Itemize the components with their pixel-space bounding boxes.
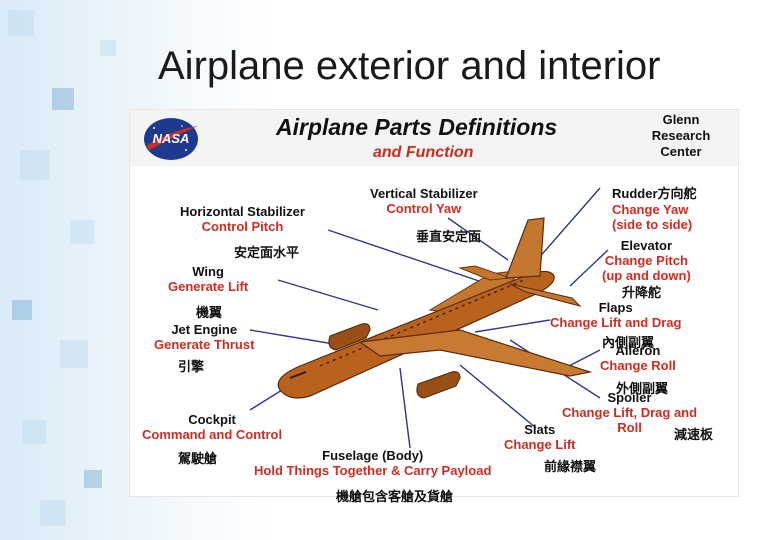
- fuselage-label: Fuselage (Body) Hold Things Together & C…: [254, 448, 492, 478]
- panel-header: [130, 110, 738, 166]
- window-row: [319, 279, 525, 367]
- wing-zh: 機翼: [196, 306, 223, 321]
- flaps-zh: 內側副翼: [602, 336, 655, 351]
- glenn-research-center: Glenn Research Center: [651, 112, 711, 159]
- panel-subtitle: and Function: [373, 144, 474, 161]
- aileron-zh: 外側副翼: [616, 382, 669, 397]
- jet-engine-zh: 引擎: [178, 360, 205, 375]
- rudder-zh: 方向舵: [657, 187, 697, 202]
- airplane-diagram: [249, 187, 609, 449]
- diagram-panel: NASA Airplane Parts Definitions and Func…: [130, 110, 738, 505]
- horizontal-stabilizer-zh: 安定面水平: [234, 246, 300, 261]
- decorative-tiles: [0, 0, 140, 540]
- airplane-illustration: [277, 217, 593, 399]
- cockpit-label: Cockpit Command and Control: [142, 412, 283, 442]
- aileron-label: Aileron Change Roll: [600, 343, 676, 373]
- vertical-stabilizer-label: Vertical Stabilizer Control Yaw: [370, 186, 478, 216]
- rudder-label: Rudder方向舵 Change Yaw (side to side): [612, 186, 697, 232]
- slats-label: Slats Change Lift: [504, 422, 576, 452]
- jet-engine-label: Jet Engine Generate Thrust: [154, 322, 255, 352]
- slide-title: Airplane exterior and interior: [158, 44, 661, 88]
- spoiler-zh: 減速板: [674, 428, 714, 443]
- vertical-stabilizer-zh: 垂直安定面: [416, 230, 482, 245]
- panel-title: Airplane Parts Definitions: [276, 114, 558, 140]
- cockpit-zh: 駕駛艙: [178, 452, 218, 467]
- leader-lines: [249, 187, 609, 449]
- fuselage-zh: 機艙包含客艙及貨艙: [336, 490, 454, 505]
- elevator-zh: 升降舵: [622, 286, 662, 301]
- wing-label: Wing Generate Lift: [168, 264, 249, 294]
- spoiler-label: Spoiler Change Lift, Drag and Roll: [562, 390, 698, 435]
- horizontal-stabilizer-label: Horizontal Stabilizer Control Pitch: [180, 204, 305, 234]
- flaps-label: Flaps Change Lift and Drag: [550, 300, 682, 330]
- elevator-label: Elevator Change Pitch (up and down): [602, 238, 691, 283]
- slats-zh: 前緣襟翼: [544, 460, 597, 475]
- nasa-logo-icon: NASA: [144, 118, 198, 160]
- svg-text:NASA: NASA: [153, 131, 190, 146]
